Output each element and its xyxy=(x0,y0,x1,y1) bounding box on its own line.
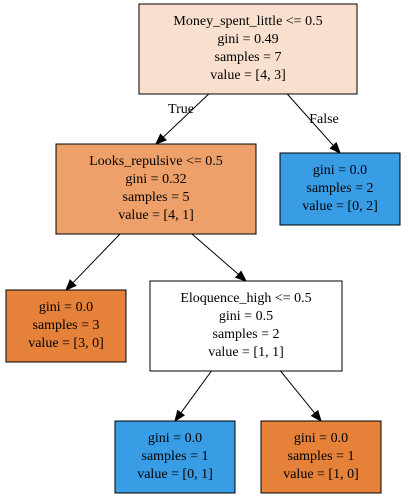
node-text-line: gini = 0.32 xyxy=(125,172,186,187)
node-text-line: samples = 5 xyxy=(123,190,190,205)
node-text-line: gini = 0.0 xyxy=(313,163,367,178)
node-text-line: Looks_repulsive <= 0.5 xyxy=(89,154,223,169)
node-text-line: samples = 1 xyxy=(288,449,355,464)
node-text-line: gini = 0.0 xyxy=(39,300,93,315)
edge-root-to-left: True xyxy=(155,93,210,145)
node-text-line: samples = 2 xyxy=(213,327,280,342)
arrowhead xyxy=(234,270,248,282)
node-text-line: samples = 1 xyxy=(142,449,209,464)
edge-label-true: True xyxy=(168,102,194,117)
node-box xyxy=(114,420,236,494)
arrowhead xyxy=(65,279,77,291)
node-text-line: gini = 0.49 xyxy=(217,32,278,47)
edge-left-right-to-left-right-right xyxy=(280,370,322,423)
edge-line xyxy=(162,93,210,138)
node-text-line: value = [0, 1] xyxy=(137,467,213,482)
edge-left-right-to-left-right-left xyxy=(174,370,212,423)
node-text-line: Money_spent_little <= 0.5 xyxy=(173,14,322,29)
node-text-line: gini = 0.5 xyxy=(219,309,273,324)
node-box xyxy=(260,420,382,494)
node-box xyxy=(138,3,358,95)
edge-line xyxy=(191,233,239,275)
node-box xyxy=(5,289,127,363)
node-box xyxy=(55,143,257,235)
edge-line xyxy=(286,93,334,146)
tree-node-left-right-right: gini = 0.0 samples = 1 value = [1, 0] xyxy=(260,420,382,494)
tree-node-right: gini = 0.0 samples = 2 value = [0, 2] xyxy=(279,152,401,226)
node-text-line: value = [4, 3] xyxy=(210,68,286,83)
edge-left-to-left-right xyxy=(191,233,248,282)
arrowhead xyxy=(310,409,322,423)
node-box xyxy=(149,280,343,372)
edge-left-to-left-left xyxy=(65,233,121,291)
node-text-line: value = [4, 1] xyxy=(118,208,194,223)
node-text-line: value = [3, 0] xyxy=(28,336,104,351)
arrowhead xyxy=(329,142,341,155)
edge-line xyxy=(180,370,212,414)
node-text-line: value = [0, 2] xyxy=(302,199,378,214)
node-box xyxy=(279,152,401,226)
node-text-line: samples = 3 xyxy=(33,318,100,333)
tree-node-left-right: Eloquence_high <= 0.5 gini = 0.5 samples =… xyxy=(149,280,343,372)
edge-root-to-right: False xyxy=(286,93,341,155)
edge-label-false: False xyxy=(309,112,339,127)
edge-line xyxy=(280,370,316,414)
tree-node-left-left: gini = 0.0 samples = 3 value = [3, 0] xyxy=(5,289,127,363)
tree-node-left: Looks_repulsive <= 0.5 gini = 0.32 samples… xyxy=(55,143,257,235)
node-text-line: samples = 2 xyxy=(307,181,374,196)
node-text-line: gini = 0.0 xyxy=(294,431,348,446)
tree-node-root: Money_spent_little <= 0.5 gini = 0.49 samp… xyxy=(138,3,358,95)
arrowhead xyxy=(155,133,167,145)
tree-node-left-right-left: gini = 0.0 samples = 1 value = [0, 1] xyxy=(114,420,236,494)
node-text-line: Eloquence_high <= 0.5 xyxy=(180,291,311,306)
edge-line xyxy=(72,233,121,284)
node-text-line: samples = 7 xyxy=(215,50,282,65)
node-text-line: value = [1, 0] xyxy=(283,467,359,482)
node-text-line: value = [1, 1] xyxy=(208,345,284,360)
arrowhead xyxy=(174,409,186,423)
nodes-layer: Money_spent_little <= 0.5 gini = 0.49 samp… xyxy=(5,3,401,494)
node-text-line: gini = 0.0 xyxy=(148,431,202,446)
